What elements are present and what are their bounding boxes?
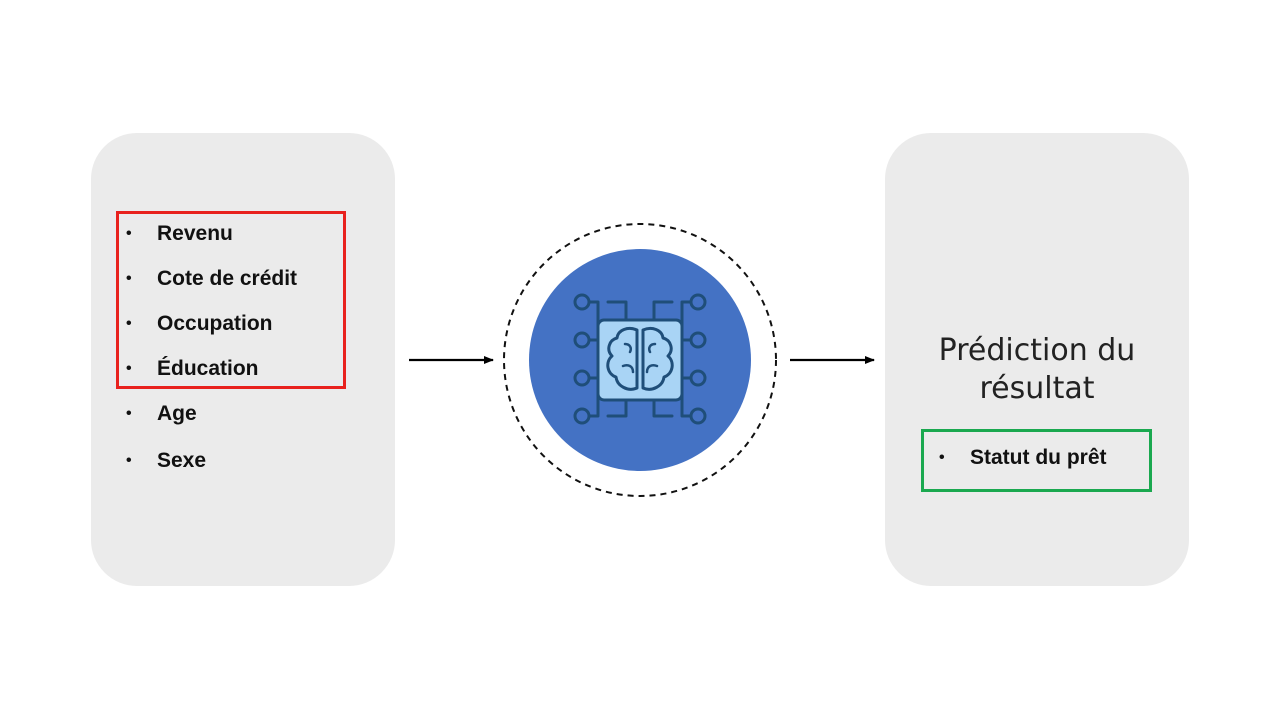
feature-label: Cote de crédit [157,267,298,290]
feature-item-occupation: • Occupation [126,311,273,337]
bullet: • [126,270,132,287]
feature-item-sexe: • Sexe [126,448,206,474]
feature-label: Occupation [157,312,273,335]
bullet: • [126,225,132,242]
prediction-result-panel [885,133,1189,586]
ai-brain-chip-icon [573,293,707,425]
bullet: • [126,452,132,469]
result-title: Prédiction du résultat [885,332,1189,408]
feature-item-cote-de-credit: • Cote de crédit [126,266,297,292]
result-title-line1: Prédiction du [938,333,1136,368]
feature-label: Revenu [157,222,233,245]
feature-label: Sexe [157,449,207,472]
output-label: Statut du prêt [970,446,1107,469]
result-title-line2: résultat [979,371,1095,406]
feature-label: Age [157,402,197,425]
bullet: • [939,449,945,466]
feature-item-age: • Age [126,401,197,427]
selected-features-highlight [116,211,346,389]
model-dashed-ring [503,223,777,497]
bullet: • [126,405,132,422]
target-highlight [921,429,1152,492]
feature-item-education: • Éducation [126,356,259,382]
feature-item-revenu: • Revenu [126,221,233,247]
bullet: • [126,360,132,377]
output-item-loan-status: • Statut du prêt [939,445,1107,471]
feature-label: Éducation [157,357,259,380]
bullet: • [126,315,132,332]
